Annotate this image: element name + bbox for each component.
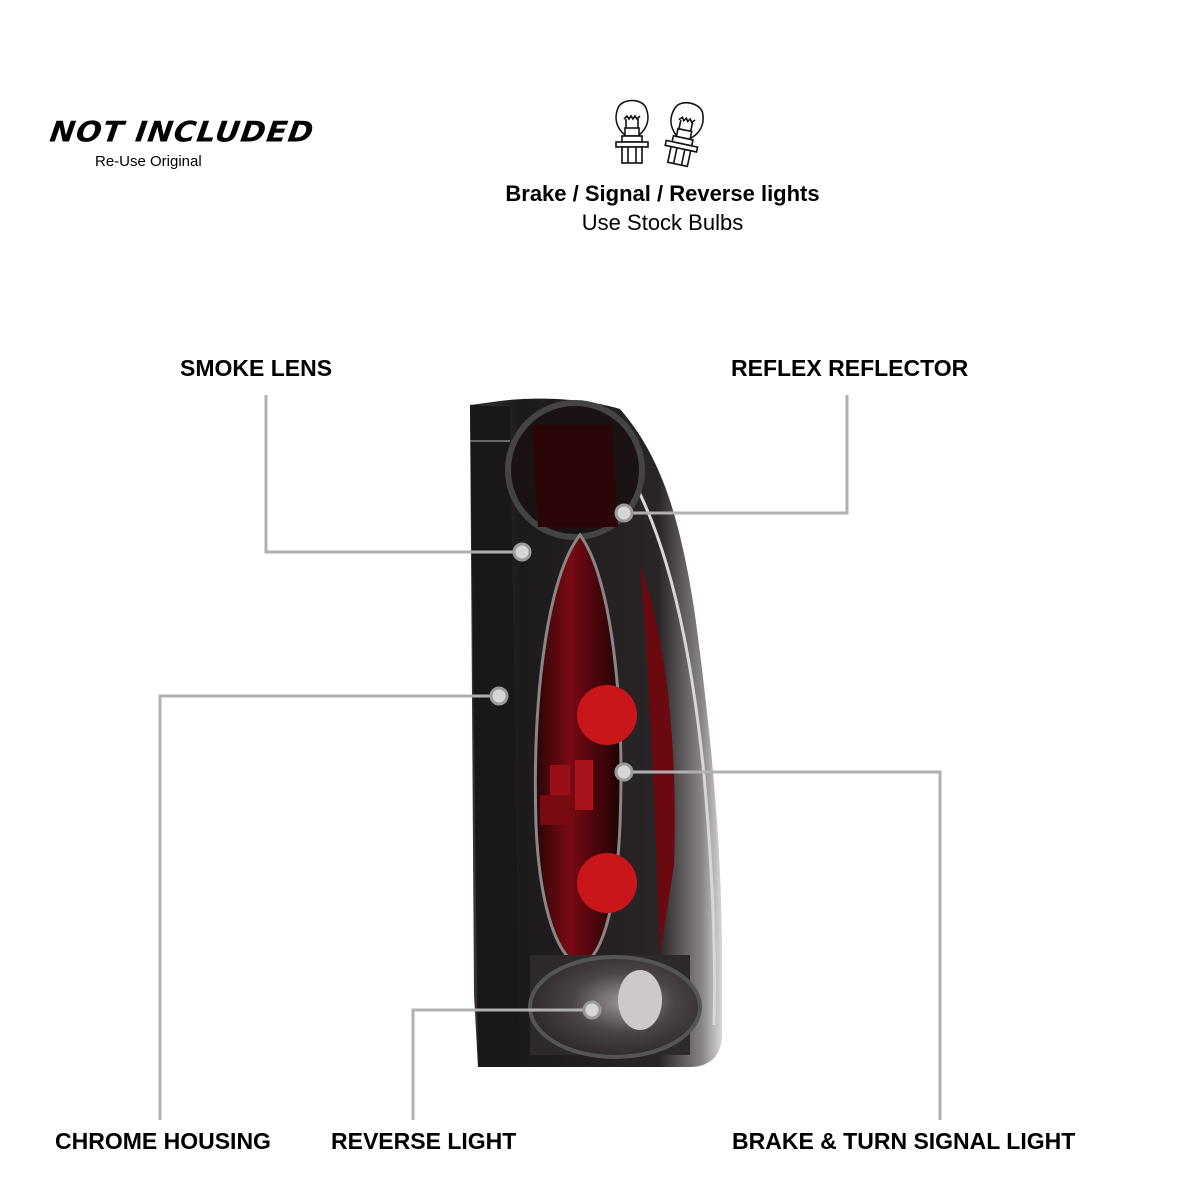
not-included-heading: NOT INCLUDED [47, 115, 317, 150]
label-reverse-light: REVERSE LIGHT [331, 1128, 517, 1154]
callout-line-chrome-housing [158, 694, 490, 1120]
bulb-left-icon [615, 99, 649, 164]
label-brake-turn-signal-light: BRAKE & TURN SIGNAL LIGHT [732, 1128, 1076, 1154]
bulbs-subtitle: Use Stock Bulbs [581, 210, 744, 235]
bulb-right-icon [664, 101, 704, 168]
label-chrome-housing: CHROME HOUSING [55, 1128, 271, 1154]
bulb-pair-icon [615, 99, 704, 168]
reuse-original-note: Re-Use Original [95, 153, 202, 170]
label-reflex-reflector: REFLEX REFLECTOR [731, 355, 969, 381]
bulbs-title: Brake / Signal / Reverse lights [505, 181, 820, 206]
label-smoke-lens: SMOKE LENS [180, 355, 333, 381]
tail-light-image [470, 398, 722, 1068]
